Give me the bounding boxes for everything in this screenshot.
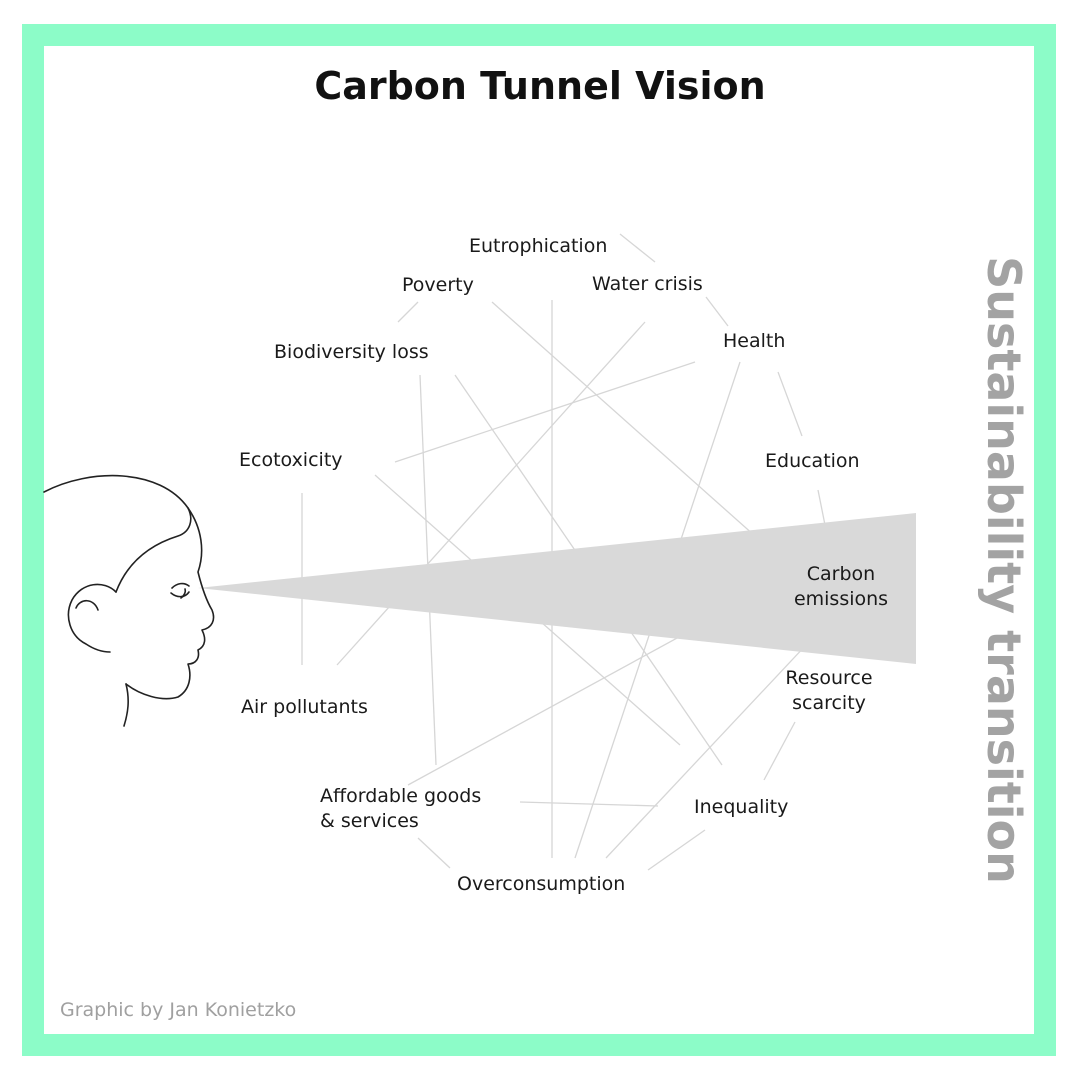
issue-label-eutrophication: Eutrophication	[469, 235, 608, 257]
issue-label-biodiversity-loss: Biodiversity loss	[274, 341, 429, 363]
issue-label-health: Health	[723, 330, 786, 352]
human-head-profile-icon	[43, 474, 215, 727]
issue-label-ecotoxicity: Ecotoxicity	[239, 449, 343, 471]
connection-line	[605, 627, 823, 859]
connection-line	[705, 296, 729, 327]
issue-label-affordable-goods-line1: Affordable goods	[320, 785, 482, 807]
issue-label-overconsumption: Overconsumption	[457, 873, 626, 895]
connection-line	[417, 837, 451, 869]
connection-line	[647, 829, 706, 871]
connection-line	[491, 301, 783, 561]
issue-label-resource-scarcity: Resource scarcity	[769, 666, 889, 716]
connection-line	[777, 371, 803, 437]
issue-label-carbon-emissions: Carbon emissions	[781, 562, 901, 612]
tunnel-vision-cone	[198, 513, 916, 664]
connection-line	[763, 721, 796, 781]
issue-label-resource-scarcity-line2: scarcity	[792, 692, 866, 714]
issue-label-carbon-emissions-line1: Carbon	[806, 563, 876, 585]
issue-label-water-crisis: Water crisis	[592, 273, 703, 295]
connection-line	[519, 801, 659, 807]
connection-line	[619, 233, 656, 263]
connection-line	[397, 301, 419, 323]
side-title-text: Sustainability transition	[977, 256, 1031, 884]
page-title: Carbon Tunnel Vision	[314, 64, 766, 108]
issue-label-education: Education	[765, 450, 860, 472]
issue-label-affordable-goods: Affordable goods & services	[320, 784, 481, 834]
connection-line	[394, 361, 696, 463]
issue-label-inequality: Inequality	[694, 796, 789, 818]
issue-label-affordable-goods-line2: & services	[320, 810, 419, 832]
credit-text: Graphic by Jan Konietzko	[60, 999, 297, 1021]
issue-label-air-pollutants: Air pollutants	[241, 696, 368, 718]
issue-label-poverty: Poverty	[402, 274, 474, 296]
issue-label-carbon-emissions-line2: emissions	[793, 588, 889, 610]
issue-label-resource-scarcity-line1: Resource	[785, 667, 873, 689]
